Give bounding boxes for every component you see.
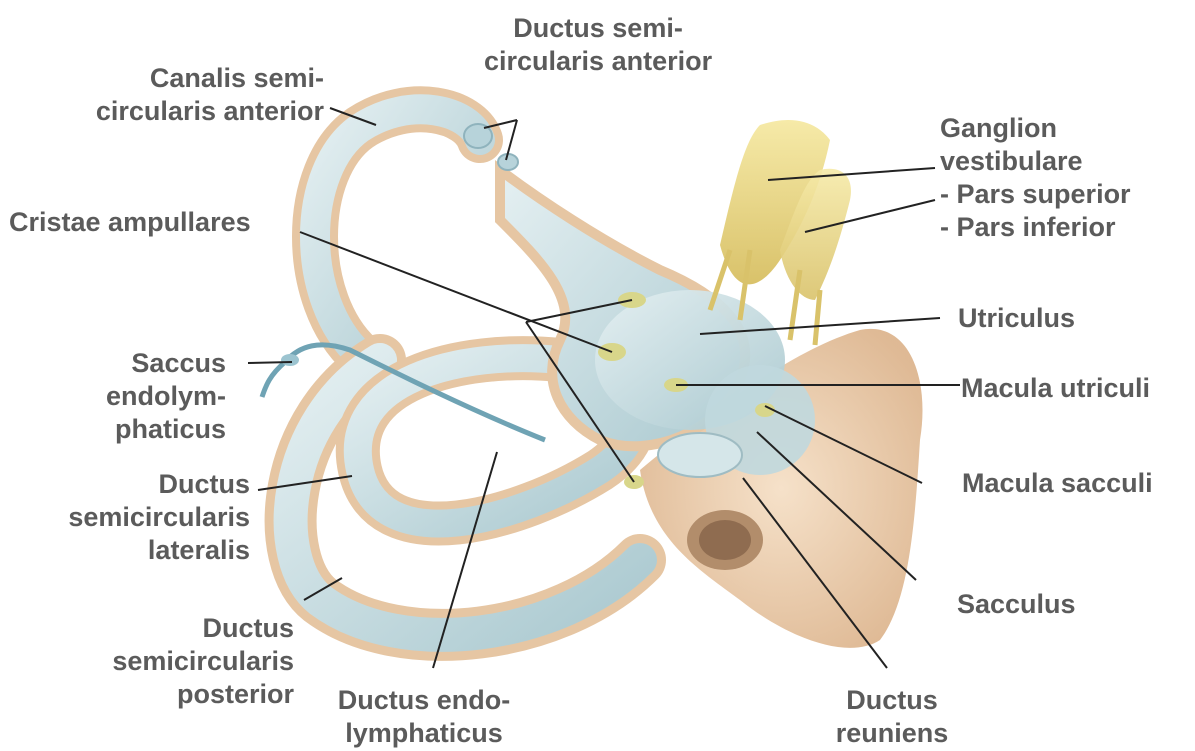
label-ductus-semicircularis-lateralis: Ductus semicircularis lateralis xyxy=(20,468,250,567)
label-cristae-ampullares: Cristae ampullares xyxy=(9,206,251,239)
label-ductus-endolymphaticus: Ductus endo- lymphaticus xyxy=(310,684,538,750)
label-ganglion-vestibulare: Ganglion vestibulare - Pars superior - P… xyxy=(940,112,1131,244)
label-canalis-semicircularis-anterior: Canalis semi- circularis anterior xyxy=(68,62,324,128)
label-macula-utriculi: Macula utriculi xyxy=(961,372,1150,405)
label-utriculus: Utriculus xyxy=(958,302,1075,335)
label-saccus-endolymphaticus: Saccus endolym- phaticus xyxy=(60,347,226,446)
leader-saccus xyxy=(248,362,292,363)
label-ductus-semicircularis-anterior: Ductus semi- circularis anterior xyxy=(484,12,712,78)
label-sacculus: Sacculus xyxy=(957,588,1076,621)
label-ductus-semicircularis-posterior: Ductus semicircularis posterior xyxy=(60,612,294,711)
label-ductus-reuniens: Ductus reuniens xyxy=(822,684,962,750)
label-macula-sacculi: Macula sacculi xyxy=(962,467,1153,500)
